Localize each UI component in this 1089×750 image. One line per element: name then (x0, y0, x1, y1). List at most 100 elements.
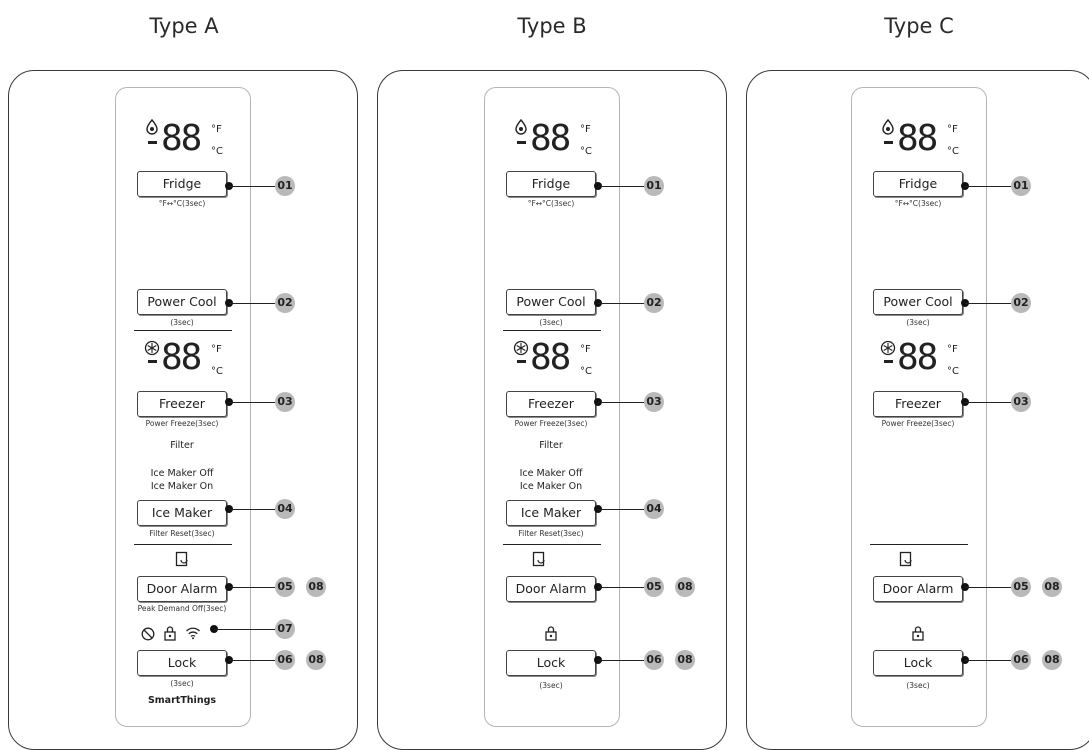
door-alarm-note: Peak Demand Off(3sec) (137, 604, 227, 613)
type-b-title: Type B (517, 14, 587, 38)
filter-label: Filter (539, 440, 563, 451)
snowflake-icon (513, 340, 529, 356)
freezer-note: Power Freeze(3sec) (514, 419, 588, 428)
fridge-note: °F↔°C(3sec) (158, 199, 206, 208)
ice-maker-button[interactable]: Ice Maker (506, 500, 596, 526)
freezer-temp-digits: 88 (897, 337, 938, 378)
callout-line (229, 186, 275, 187)
lock-note: (3sec) (906, 681, 930, 690)
unit-f: °F (211, 344, 222, 355)
freezer-button[interactable]: Freezer (137, 391, 227, 417)
callout-02: 02 (1011, 293, 1031, 313)
padlock-icon (164, 626, 176, 641)
callout-line (598, 303, 644, 304)
callout-line (965, 660, 1011, 661)
callout-08: 08 (306, 650, 326, 670)
door-alarm-icon (899, 551, 912, 567)
door-alarm-button[interactable]: Door Alarm (506, 576, 596, 602)
callout-04: 04 (275, 499, 295, 519)
freezer-temp-digits: 88 (530, 337, 571, 378)
callout-08: 08 (675, 650, 695, 670)
lock-note: (3sec) (170, 679, 194, 688)
unit-f: °F (947, 124, 958, 135)
callout-line (598, 660, 644, 661)
minus-segment (884, 141, 893, 144)
callout-08: 08 (675, 577, 695, 597)
minus-segment (148, 360, 157, 363)
callout-08: 08 (1042, 650, 1062, 670)
unit-c: °C (580, 146, 592, 157)
type-a-panel (115, 87, 251, 727)
prohibited-icon (141, 627, 155, 641)
minus-segment (517, 360, 526, 363)
freezer-note: Power Freeze(3sec) (145, 419, 219, 428)
unit-f: °F (580, 124, 591, 135)
door-alarm-icon (532, 551, 545, 567)
fridge-droplet-icon (882, 118, 894, 135)
fridge-temp-digits: 88 (897, 118, 938, 159)
minus-segment (148, 141, 157, 144)
unit-c: °C (947, 146, 959, 157)
callout-line (598, 587, 644, 588)
padlock-icon (912, 626, 924, 641)
callout-05: 05 (1011, 577, 1031, 597)
type-c-title: Type C (884, 14, 954, 38)
callout-line (598, 509, 644, 510)
fridge-button[interactable]: Fridge (506, 171, 596, 197)
callout-line (214, 629, 275, 630)
lock-button[interactable]: Lock (506, 650, 596, 676)
callout-line (598, 186, 644, 187)
ice-maker-button[interactable]: Ice Maker (137, 500, 227, 526)
callout-08: 08 (1042, 577, 1062, 597)
padlock-icon (545, 626, 557, 641)
callout-02: 02 (644, 293, 664, 313)
fridge-temp-digits: 88 (530, 118, 571, 159)
section-divider (134, 330, 232, 331)
section-divider (870, 544, 968, 545)
callout-06: 06 (644, 650, 664, 670)
freezer-button[interactable]: Freezer (506, 391, 596, 417)
door-alarm-button[interactable]: Door Alarm (137, 576, 227, 602)
power-cool-button[interactable]: Power Cool (506, 289, 596, 315)
lock-note: (3sec) (539, 681, 563, 690)
power-cool-button[interactable]: Power Cool (137, 289, 227, 315)
unit-c: °C (211, 366, 223, 377)
minus-segment (884, 360, 893, 363)
ice-maker-off-label: Ice Maker Off (150, 468, 214, 479)
callout-01: 01 (1011, 176, 1031, 196)
section-divider (134, 544, 232, 545)
fridge-button[interactable]: Fridge (873, 171, 963, 197)
type-c-panel (851, 87, 987, 727)
section-divider (503, 544, 601, 545)
unit-c: °C (580, 366, 592, 377)
ice-maker-on-label: Ice Maker On (519, 481, 583, 492)
callout-line (965, 303, 1011, 304)
door-alarm-button[interactable]: Door Alarm (873, 576, 963, 602)
fridge-temp-digits: 88 (161, 118, 202, 159)
unit-f: °F (211, 124, 222, 135)
callout-line (965, 186, 1011, 187)
lock-button[interactable]: Lock (873, 650, 963, 676)
unit-c: °C (947, 366, 959, 377)
lock-button[interactable]: Lock (137, 650, 227, 676)
minus-segment (517, 141, 526, 144)
callout-line (965, 402, 1011, 403)
unit-f: °F (580, 344, 591, 355)
callout-05: 05 (275, 577, 295, 597)
power-cool-note: (3sec) (906, 318, 930, 327)
callout-07: 07 (275, 619, 295, 639)
fridge-button[interactable]: Fridge (137, 171, 227, 197)
freezer-temp-digits: 88 (161, 337, 202, 378)
power-cool-button[interactable]: Power Cool (873, 289, 963, 315)
unit-f: °F (947, 344, 958, 355)
callout-line (229, 402, 275, 403)
snowflake-icon (880, 340, 896, 356)
section-divider (503, 330, 601, 331)
callout-01: 01 (275, 176, 295, 196)
fridge-droplet-icon (146, 118, 158, 135)
callout-05: 05 (644, 577, 664, 597)
freezer-button[interactable]: Freezer (873, 391, 963, 417)
freezer-note: Power Freeze(3sec) (881, 419, 955, 428)
callout-03: 03 (1011, 392, 1031, 412)
snowflake-icon (144, 340, 160, 356)
